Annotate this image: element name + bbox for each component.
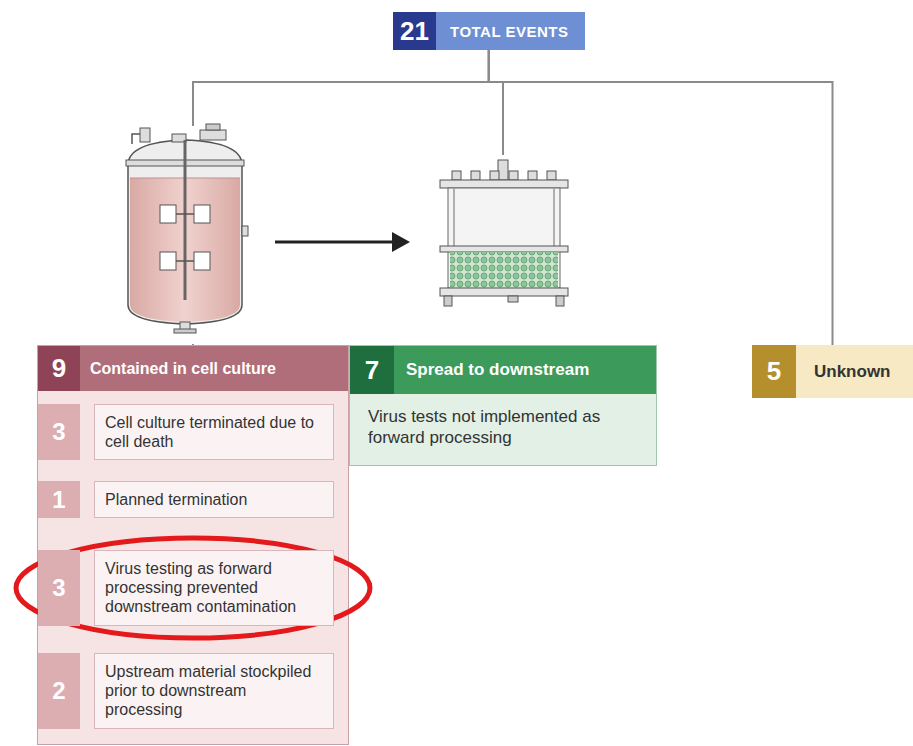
bioreactor-illustration	[108, 124, 258, 344]
count-number: 3	[38, 550, 80, 626]
category-label: Spread to downstream	[394, 346, 656, 394]
column-cap	[509, 171, 518, 180]
header-band: 9Contained in cell culture	[38, 346, 348, 391]
cause-text: Virus testing as forward processing prev…	[94, 550, 334, 626]
category-box: 7Spread to downstreamVirus tests not imp…	[349, 345, 657, 466]
flow-arrow	[275, 232, 410, 252]
chromatography-column-illustration	[430, 155, 576, 345]
cause-box: 2Upstream material stockpiled prior to d…	[38, 653, 348, 729]
count-number: 9	[38, 346, 80, 391]
cause-text: Upstream material stockpiled prior to do…	[94, 653, 334, 729]
count-number: 21	[393, 12, 436, 50]
column-cap	[452, 171, 461, 180]
count-number: 2	[38, 653, 80, 729]
column-cap	[547, 171, 556, 180]
cause-box: 3Cell culture terminated due to cell dea…	[38, 404, 348, 460]
column-cap	[471, 171, 480, 180]
column-cap	[490, 171, 499, 180]
category-label: TOTAL EVENTS	[436, 12, 585, 50]
category-panel: 9Contained in cell culture3Cell culture …	[37, 345, 349, 745]
cause-box: 1 Planned termination	[38, 481, 348, 518]
total-box: 21TOTAL EVENTS	[393, 12, 585, 50]
cause-text: Planned termination	[94, 481, 334, 518]
category-box: 5Unknown	[752, 345, 913, 398]
count-number: 5	[752, 345, 796, 398]
count-number: 3	[38, 404, 80, 460]
category-label: Contained in cell culture	[80, 346, 348, 391]
column-cap	[528, 171, 537, 180]
count-number: 7	[350, 346, 394, 394]
header-band: 7Spread to downstream	[350, 346, 656, 394]
highlight-ellipse	[16, 538, 370, 638]
cause-box: 3Virus testing as forward processing pre…	[38, 550, 348, 626]
description-text: Virus tests not implemented as forward p…	[350, 394, 656, 465]
cause-text: Cell culture terminated due to cell deat…	[94, 404, 334, 460]
category-label: Unknown	[796, 345, 913, 398]
count-number: 1	[38, 481, 80, 518]
